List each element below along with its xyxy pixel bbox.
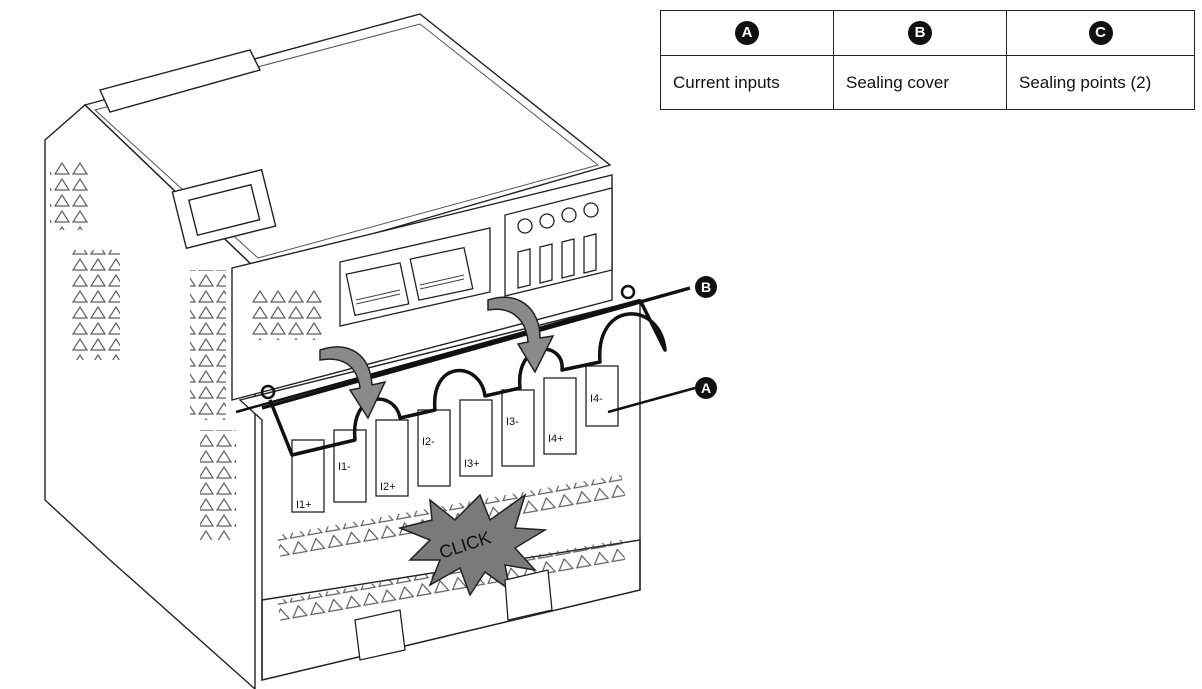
terminal-label: I3- — [506, 416, 519, 428]
legend-key-badge: C — [1088, 21, 1113, 45]
legend-table: A B C Current inputs Sealing cover Seali… — [660, 10, 1195, 110]
current-input-terminals — [291, 365, 619, 513]
legend-description-row: Current inputs Sealing cover Sealing poi… — [660, 55, 1195, 110]
callout-b: B — [695, 276, 717, 298]
legend-description: Current inputs — [660, 55, 834, 110]
legend-key-cell: A — [660, 10, 834, 56]
legend-key-badge: B — [908, 21, 932, 45]
callout-a-letter: A — [701, 380, 711, 396]
terminal-label: I4- — [590, 393, 603, 405]
legend-key-cell: B — [833, 10, 1007, 56]
sealing-cover — [235, 284, 691, 457]
vent-pattern — [50, 160, 626, 623]
terminal-label: I3+ — [464, 458, 480, 470]
terminal-label: I2+ — [380, 481, 396, 493]
terminal-label: I4+ — [548, 433, 564, 445]
legend-key-badge: A — [735, 21, 759, 45]
terminal-labels: I1+ I1- I2+ I2- I3+ I3- I4+ I4- — [296, 393, 603, 511]
terminal-label: I1- — [338, 461, 351, 473]
legend-description: Sealing points (2) — [1006, 55, 1195, 110]
din-clips — [354, 569, 553, 661]
terminal-label: I2- — [422, 436, 435, 448]
callout-a: A — [695, 377, 717, 399]
install-arrows — [319, 296, 555, 420]
aux-terminal-block — [504, 187, 613, 297]
ethernet-ports — [339, 227, 491, 327]
callout-leaders — [607, 386, 696, 414]
legend-description: Sealing cover — [833, 55, 1007, 110]
legend-header-row: A B C — [660, 10, 1195, 56]
legend-key-cell: C — [1006, 10, 1195, 56]
terminal-label: I1+ — [296, 499, 312, 511]
callout-b-letter: B — [701, 279, 711, 295]
click-burst: CLICK — [397, 493, 548, 597]
